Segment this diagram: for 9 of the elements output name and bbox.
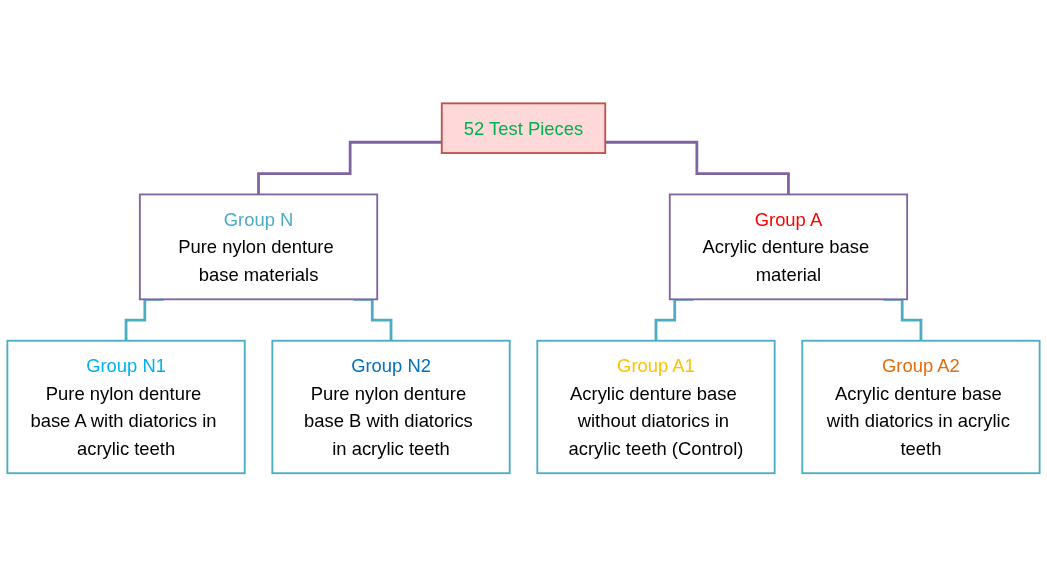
node-box: Group A1 Acrylic denture base without diatorics in acrylic teeth (Control) [536,339,776,474]
connector [605,140,790,196]
node-box: 52 Test Pieces [440,102,607,154]
node-box: Group A Acrylic denture base material [668,193,909,300]
node-box: Group N1 Pure nylon denture base A with diatorics in acrylic teeth [6,339,246,474]
connector [257,140,442,196]
node-box: Group A2 Acrylic denture base with diatorics in acrylic teeth [801,339,1041,474]
node-box: Group N2 Pure nylon denture base B with diatorics in acrylic teeth [271,339,511,474]
node-box: Group N Pure nylon denture base materials [138,193,379,300]
